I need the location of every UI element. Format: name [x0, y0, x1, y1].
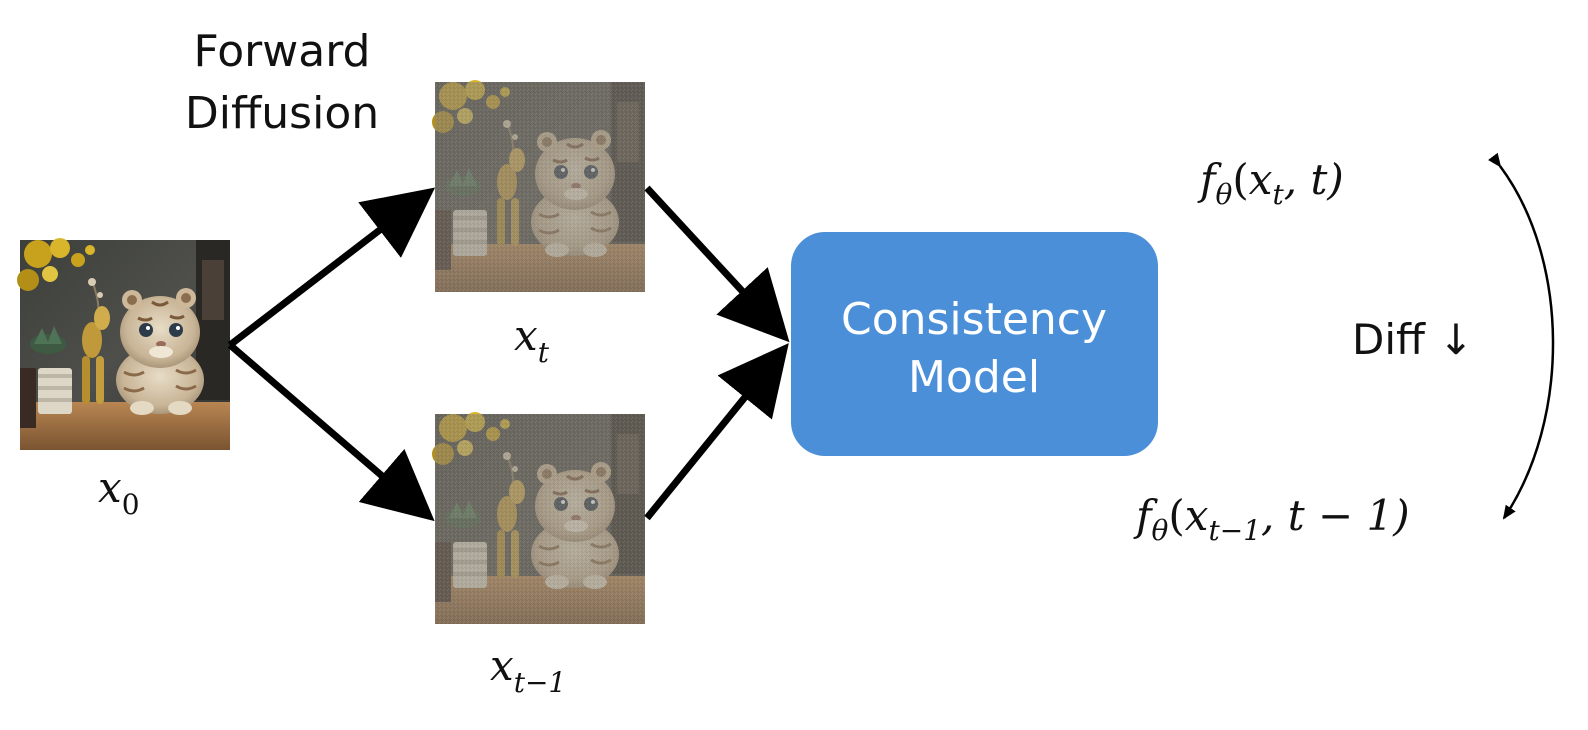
xt-minus-1-label: xt−1 [490, 641, 566, 699]
forward-diffusion-label-line2: Diffusion [185, 88, 379, 139]
model-input-arrows [644, 185, 790, 521]
forward-diffusion-arrows [227, 187, 436, 522]
noisy-image-xt [430, 78, 647, 294]
x0-label: x0 [98, 463, 140, 521]
arrow-xt-to-model [644, 185, 790, 343]
noisy-image-xt-minus-1 [430, 410, 647, 626]
clean-image-x0 [15, 236, 232, 452]
diff-decrease-label: Diff ↓ [1352, 315, 1474, 364]
diff-curved-arrow [1488, 152, 1555, 520]
forward-diffusion-label-line1: Forward [194, 26, 371, 77]
f-theta-xt-label: fθ(xt, t) [1197, 155, 1344, 211]
arrow-x0-to-xt-minus-1 [227, 342, 435, 522]
xt-label: xt [514, 311, 550, 369]
model-label-line1: Consistency [841, 294, 1107, 345]
f-theta-xt-minus-1-label: fθ(xt−1, t − 1) [1133, 491, 1410, 547]
model-label-line2: Model [908, 352, 1040, 403]
arrow-x0-to-xt [227, 187, 436, 348]
arrow-xt-minus-1-to-model [644, 343, 789, 521]
consistency-model-box: Consistency Model [791, 232, 1158, 456]
